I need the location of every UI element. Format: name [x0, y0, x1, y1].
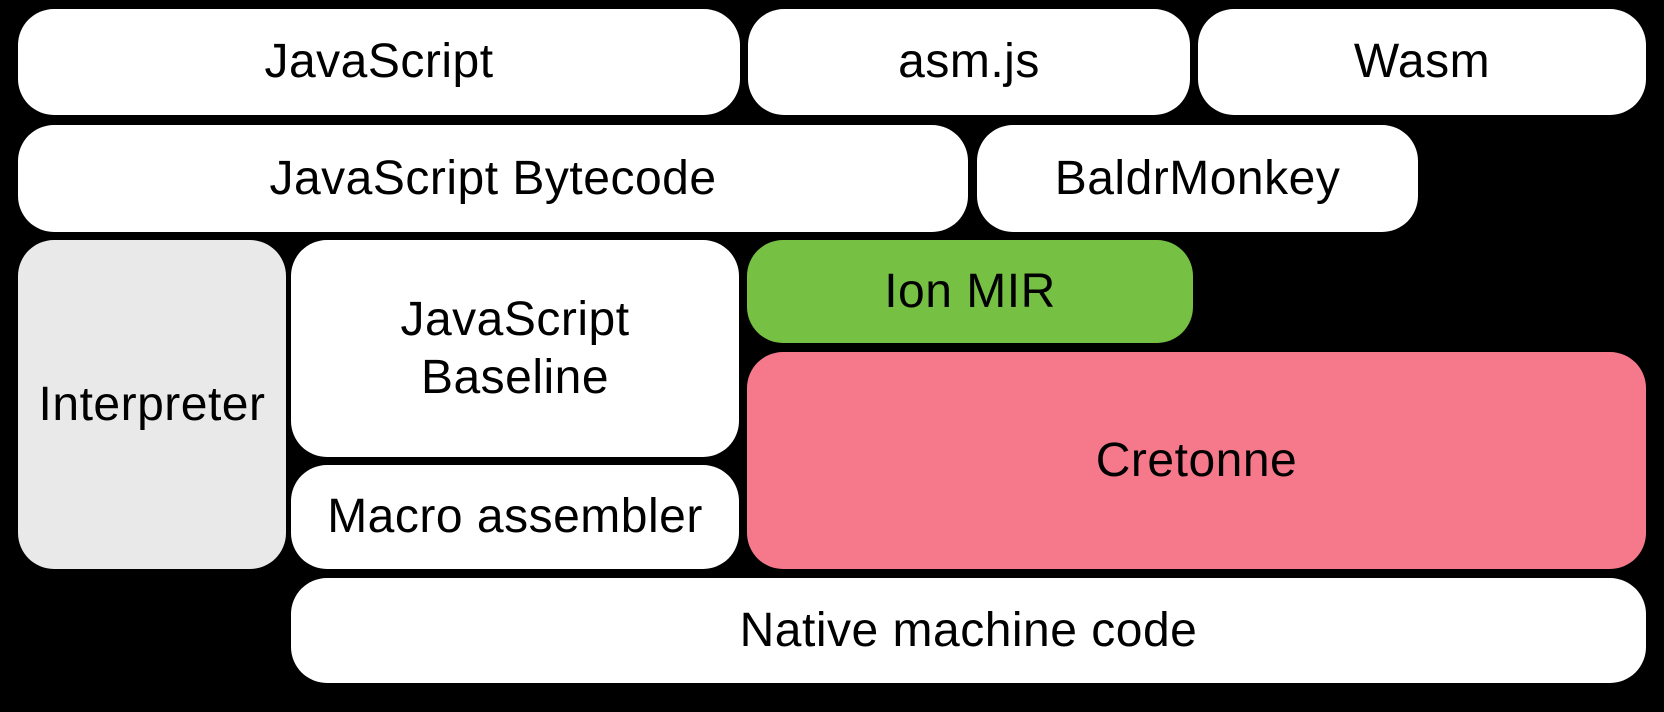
wasm-label: Wasm: [1353, 35, 1491, 89]
box-macro-assembler: Macro assembler: [291, 465, 739, 569]
asmjs-label: asm.js: [898, 35, 1040, 89]
box-interpreter: Interpreter: [18, 240, 286, 569]
macro-assembler-label: Macro assembler: [327, 490, 703, 544]
box-javascript-baseline: JavaScript Baseline: [291, 240, 739, 457]
box-javascript-bytecode: JavaScript Bytecode: [18, 125, 968, 232]
box-native-machine-code: Native machine code: [291, 578, 1646, 683]
baldrmonkey-label: BaldrMonkey: [1054, 151, 1341, 205]
box-wasm: Wasm: [1198, 9, 1646, 115]
box-asmjs: asm.js: [748, 9, 1190, 115]
javascript-label: JavaScript: [264, 35, 494, 89]
ion-mir-label: Ion MIR: [884, 264, 1056, 318]
interpreter-label: Interpreter: [38, 377, 266, 431]
javascript-baseline-label: JavaScript Baseline: [400, 292, 630, 404]
native-machine-code-label: Native machine code: [739, 603, 1198, 657]
box-ion-mir: Ion MIR: [747, 240, 1193, 343]
cretonne-label: Cretonne: [1095, 433, 1298, 487]
box-cretonne: Cretonne: [747, 352, 1646, 569]
box-javascript: JavaScript: [18, 9, 740, 115]
box-baldrmonkey: BaldrMonkey: [977, 125, 1418, 232]
javascript-bytecode-label: JavaScript Bytecode: [269, 151, 717, 205]
